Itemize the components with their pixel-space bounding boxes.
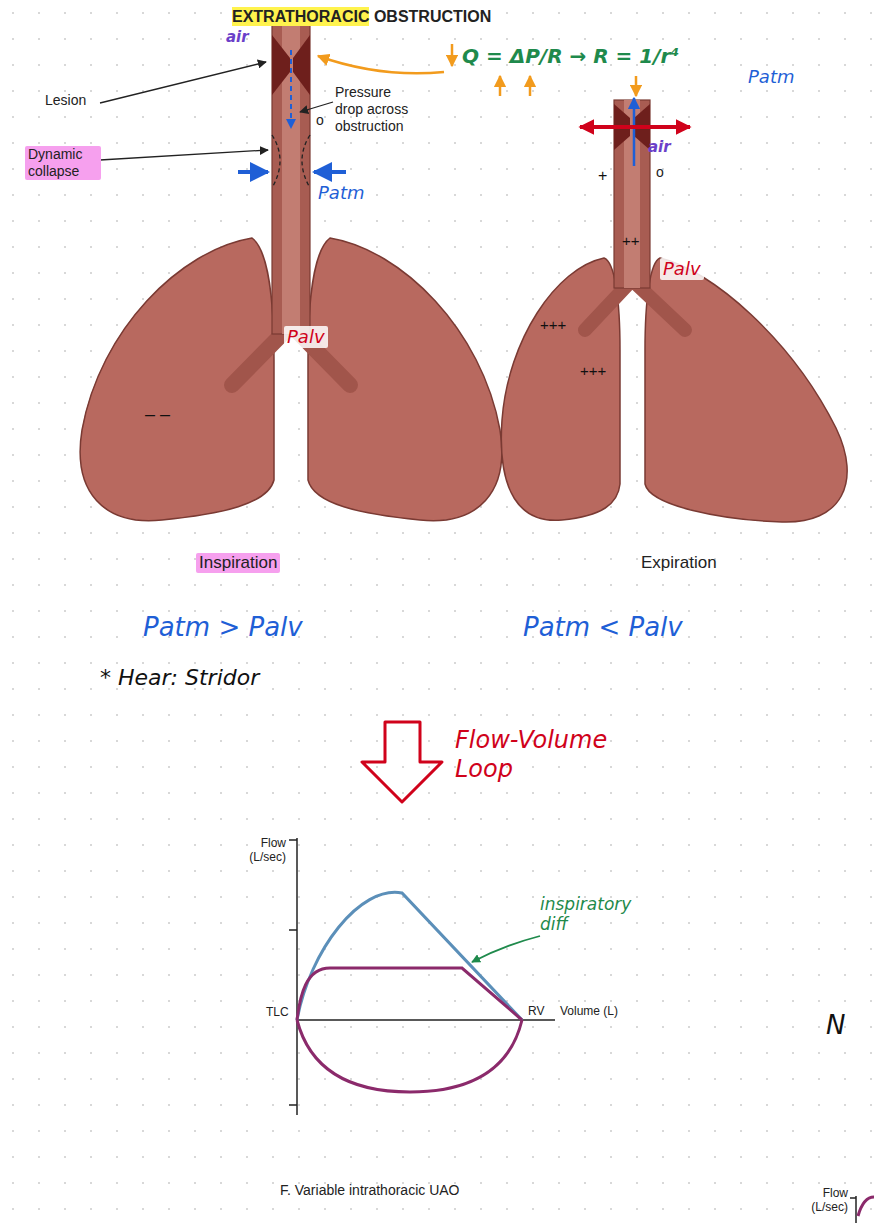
pressure-sign: + <box>598 166 607 185</box>
handwritten-note: air <box>648 138 671 156</box>
lungs-inspiration <box>80 12 636 521</box>
axis-label: RV <box>528 1004 544 1018</box>
pressure-sign: o <box>656 164 664 181</box>
handwritten-note: inspiratory diff <box>540 894 650 935</box>
handwritten-note: Patm > Palv <box>143 612 303 643</box>
hollow-arrow <box>362 722 442 802</box>
pressure-sign: ++ <box>622 232 640 250</box>
pressure-sign: – – <box>145 404 170 426</box>
part-label: Pressure drop across obstruction <box>335 84 420 134</box>
part-label: Dynamic collapse <box>25 146 101 180</box>
flow-volume-graph <box>289 838 555 1115</box>
handwritten-note: Patm < Palv <box>523 612 683 643</box>
part-label: Lesion <box>45 92 86 109</box>
handwritten-note: * Hear: Stridor <box>100 665 259 691</box>
axis-label: Flow (L/sec) <box>800 1186 848 1215</box>
pressure-sign: +++ <box>580 362 606 380</box>
pressure-sign: +++ <box>540 316 566 334</box>
handwritten-note: N <box>826 1010 845 1041</box>
cropped-graph <box>850 1196 874 1223</box>
phase-label: Expiration <box>641 553 717 573</box>
title: EXTRATHORACIC OBSTRUCTION <box>232 7 491 26</box>
pressure-sign: o <box>316 112 324 129</box>
axis-label: Volume (L) <box>560 1004 618 1018</box>
axis-label: Flow (L/sec) <box>236 836 286 865</box>
pressure-label: Palv <box>284 326 328 348</box>
pressure-label: Patm <box>748 66 794 88</box>
phase-label: Inspiration <box>196 553 280 573</box>
pressure-label: Patm <box>318 182 364 204</box>
handwritten-note: Flow-Volume Loop <box>455 726 625 784</box>
handwritten-note: air <box>226 28 249 46</box>
formula: Q = ΔP/R → R = 1/r⁴ <box>462 44 679 68</box>
pressure-label: Palv <box>660 258 704 280</box>
axis-label: TLC <box>266 1005 289 1019</box>
figure-caption: F. Variable intrathoracic UAO <box>280 1182 459 1199</box>
lungs-expiration <box>501 98 847 522</box>
